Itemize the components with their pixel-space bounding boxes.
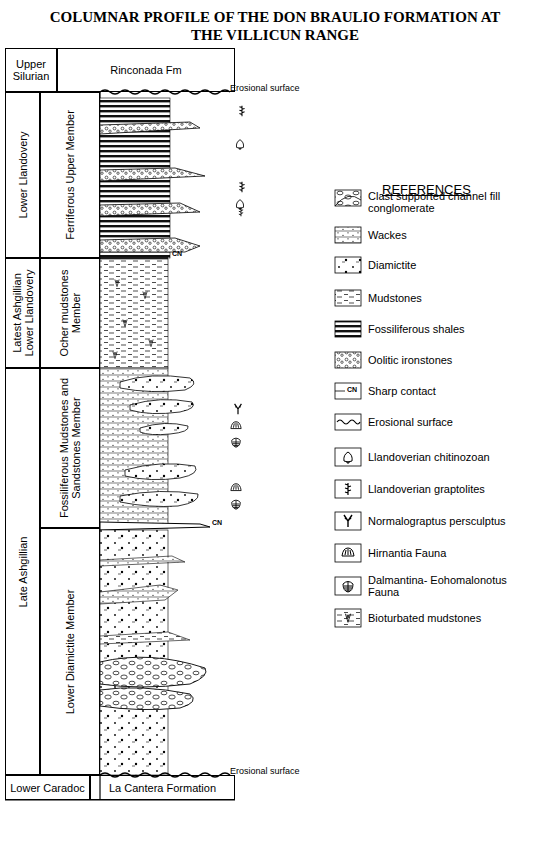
annotation: CN — [347, 386, 357, 393]
legend-text: Fossiliferous shales — [368, 323, 538, 335]
stratigraphic-unit-box: Lower Llandovery — [5, 92, 40, 258]
legend-text: Llandoverian graptolites — [368, 483, 538, 495]
unit-name: La Cantera Formation — [91, 782, 234, 794]
unit-name: Ferriferous Upper Member — [64, 96, 76, 254]
unit-name: Upper Silurian — [6, 58, 56, 82]
legend-text: Sharp contact — [368, 385, 538, 397]
unit-box: Lower Caradoc — [5, 775, 90, 800]
annotation: Erosional surface — [230, 766, 300, 776]
legend-text: Normalograptus persculptus — [368, 515, 538, 527]
stratigraphic-unit-box: Ferriferous Upper Member — [40, 92, 100, 258]
diagram-title: COLUMNAR PROFILE OF THE DON BRAULIO FORM… — [0, 8, 550, 44]
unit-name: Lower Diamictite Member — [64, 532, 76, 771]
unit-box: Rinconada Fm — [57, 48, 235, 92]
legend-text: Oolitic ironstones — [368, 354, 538, 366]
legend-text: Dalmantina- Eohomalonotus Fauna — [368, 574, 508, 598]
unit-name: Late Ashgillian — [17, 372, 29, 771]
unit-box: Upper Silurian — [5, 48, 57, 92]
unit-name: Latest Ashgillian Lower Llandovery — [11, 262, 35, 364]
legend-text: Bioturbated mudstones — [368, 612, 538, 624]
unit-name: Lower Llandovery — [17, 96, 29, 254]
legend-text: Erosional surface — [368, 416, 538, 428]
legend-text: Clast supported channel fill conglomerat… — [368, 190, 508, 214]
unit-name: Lower Caradoc — [6, 782, 89, 794]
annotation: CN — [212, 519, 222, 526]
unit-name: Rinconada Fm — [58, 64, 234, 76]
stratigraphic-unit-box: Late Ashgillian — [5, 368, 40, 775]
stratigraphic-unit-box: Lower Diamictite Member — [40, 528, 100, 775]
legend-text: Diamictite — [368, 259, 538, 271]
unit-name: Ocher mudstones Member — [58, 262, 82, 364]
stratigraphic-unit-box: Fossiliferous Mudstones and Sandstones M… — [40, 368, 100, 528]
legend-text: Wackes — [368, 229, 538, 241]
stratigraphic-unit-box: Ocher mudstones Member — [40, 258, 100, 368]
stratigraphic-unit-box: Latest Ashgillian Lower Llandovery — [5, 258, 40, 368]
unit-box: La Cantera Formation — [90, 775, 235, 800]
legend-text: Llandoverian chitinozoan — [368, 451, 538, 463]
legend-text: Mudstones — [368, 292, 538, 304]
annotation: CN — [172, 250, 182, 257]
annotation: Erosional surface — [230, 83, 300, 93]
legend-text: Hirnantia Fauna — [368, 547, 538, 559]
unit-name: Fossiliferous Mudstones and Sandstones M… — [58, 372, 82, 524]
